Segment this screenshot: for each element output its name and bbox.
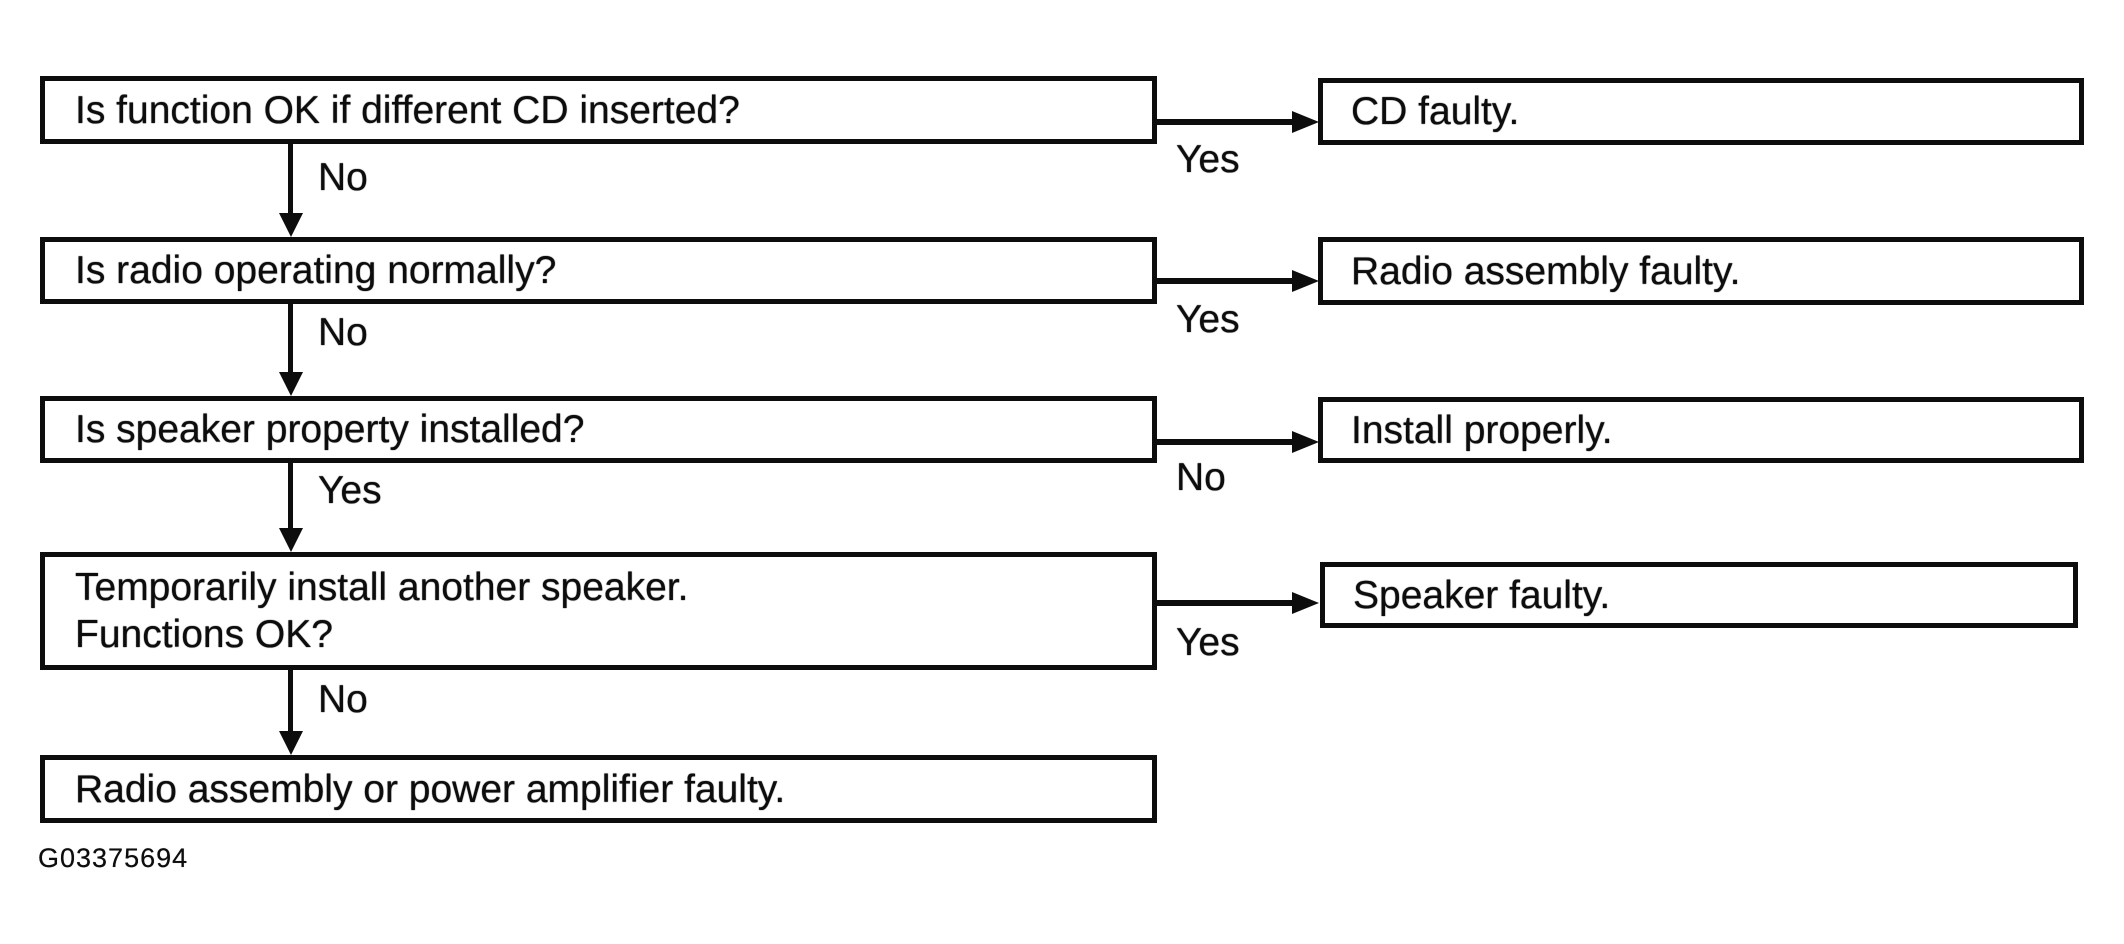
down-arrowhead-icon-3 — [279, 528, 303, 552]
right-arrowhead-icon-1 — [1292, 111, 1319, 133]
question-text-1: Is function OK if different CD inserted? — [75, 88, 740, 132]
question-text-5: Radio assembly or power amplifier faulty… — [75, 767, 786, 811]
question-box-2: Is radio operating normally? — [40, 237, 1157, 304]
right-arrow-label-2: Yes — [1176, 298, 1240, 341]
question-box-1: Is function OK if different CD inserted? — [40, 76, 1157, 144]
down-connector-2 — [288, 303, 293, 372]
question-box-3: Is speaker property installed? — [40, 396, 1157, 463]
down-arrow-label-1: No — [318, 156, 368, 199]
right-arrowhead-icon-4 — [1292, 592, 1319, 614]
result-text-2: Radio assembly faulty. — [1351, 249, 1741, 293]
result-box-1: CD faulty. — [1318, 78, 2084, 145]
right-arrow-label-1: Yes — [1176, 138, 1240, 181]
question-box-5: Radio assembly or power amplifier faulty… — [40, 755, 1157, 823]
result-text-4: Speaker faulty. — [1353, 573, 1611, 617]
figure-id: G03375694 — [38, 843, 189, 873]
down-arrow-label-2: No — [318, 311, 368, 354]
result-box-2: Radio assembly faulty. — [1318, 237, 2084, 305]
result-box-3: Install properly. — [1318, 397, 2084, 463]
question-text-4: Temporarily install another speaker. Fun… — [75, 566, 689, 656]
right-connector-4 — [1156, 600, 1294, 606]
question-text-3: Is speaker property installed? — [75, 408, 585, 451]
result-box-4: Speaker faulty. — [1320, 562, 2078, 628]
down-arrow-label-3: Yes — [318, 469, 382, 512]
right-arrow-label-4: Yes — [1176, 621, 1240, 664]
result-text-1: CD faulty. — [1351, 90, 1520, 133]
question-text-2: Is radio operating normally? — [75, 249, 557, 292]
right-arrowhead-icon-3 — [1292, 431, 1319, 453]
down-connector-4 — [288, 669, 293, 731]
down-arrowhead-icon-1 — [279, 213, 303, 237]
down-connector-1 — [288, 144, 293, 213]
down-arrowhead-icon-2 — [279, 372, 303, 396]
right-connector-2 — [1156, 278, 1294, 284]
right-arrowhead-icon-2 — [1292, 270, 1319, 292]
right-connector-1 — [1156, 119, 1294, 125]
question-box-4: Temporarily install another speaker. Fun… — [40, 552, 1157, 670]
right-connector-3 — [1156, 439, 1294, 445]
result-text-3: Install properly. — [1351, 408, 1613, 452]
down-connector-3 — [288, 462, 293, 528]
down-arrow-label-4: No — [318, 678, 368, 721]
down-arrowhead-icon-4 — [279, 731, 303, 755]
right-arrow-label-3: No — [1176, 456, 1226, 499]
